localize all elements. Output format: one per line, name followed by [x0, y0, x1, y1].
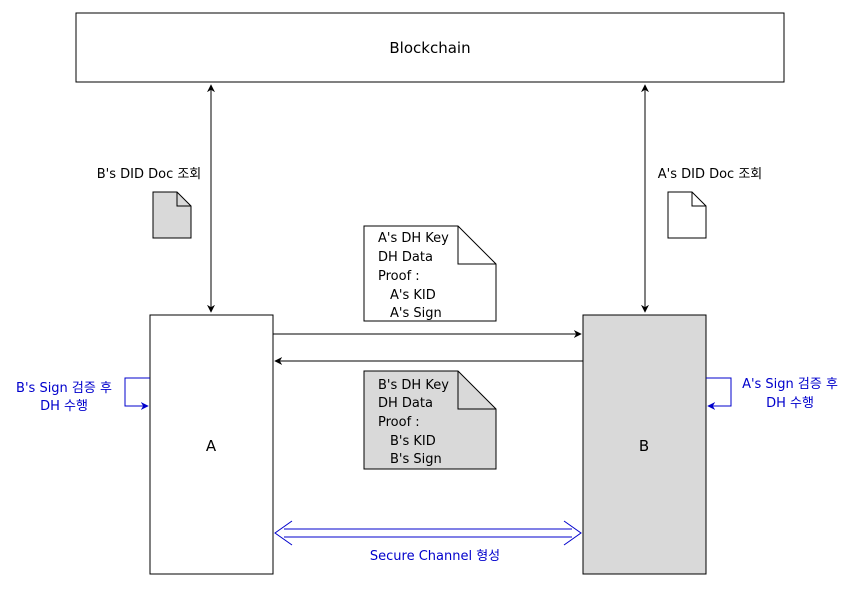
node-b: B	[582, 314, 707, 575]
right-lookup-label: A's DID Doc 조회	[658, 167, 763, 182]
did-document-icon-left	[152, 191, 192, 239]
left-verify-note-line2: DH 수행	[40, 398, 88, 414]
message-b-to-a-document: B's DH Key DH Data Proof : B's KID B's S…	[363, 370, 497, 470]
message-b-line: Proof :	[378, 415, 420, 430]
left-verify-arrow	[124, 377, 150, 410]
message-a-line: A's Sign	[390, 306, 442, 321]
message-a-line: DH Data	[378, 250, 433, 265]
message-a-line: A's KID	[390, 288, 436, 303]
message-b-line: B's KID	[390, 434, 436, 449]
right-verify-arrow	[706, 377, 732, 410]
did-document-icon-right	[667, 191, 707, 239]
message-a-line: A's DH Key	[378, 231, 449, 246]
message-a-to-b-document: A's DH Key DH Data Proof : A's KID A's S…	[363, 225, 497, 322]
message-b-line: DH Data	[378, 396, 433, 411]
secure-channel-label: Secure Channel 형성	[370, 549, 500, 564]
right-verify-note-line2: DH 수행	[766, 395, 814, 411]
node-a: A	[149, 314, 274, 575]
right-verify-note-line1: A's Sign 검증 후	[742, 377, 838, 392]
blockchain-node: Blockchain	[75, 12, 785, 83]
node-b-label: B	[639, 437, 649, 455]
message-b-line: B's Sign	[390, 452, 442, 467]
message-a-line: Proof :	[378, 269, 420, 284]
secure-channel-arrow	[274, 520, 582, 546]
node-a-label: A	[206, 437, 217, 455]
blockchain-label: Blockchain	[389, 39, 470, 57]
left-verify-note-line1: B's Sign 검증 후	[16, 381, 112, 396]
message-b-line: B's DH Key	[378, 378, 449, 393]
left-lookup-label: B's DID Doc 조회	[97, 167, 202, 182]
